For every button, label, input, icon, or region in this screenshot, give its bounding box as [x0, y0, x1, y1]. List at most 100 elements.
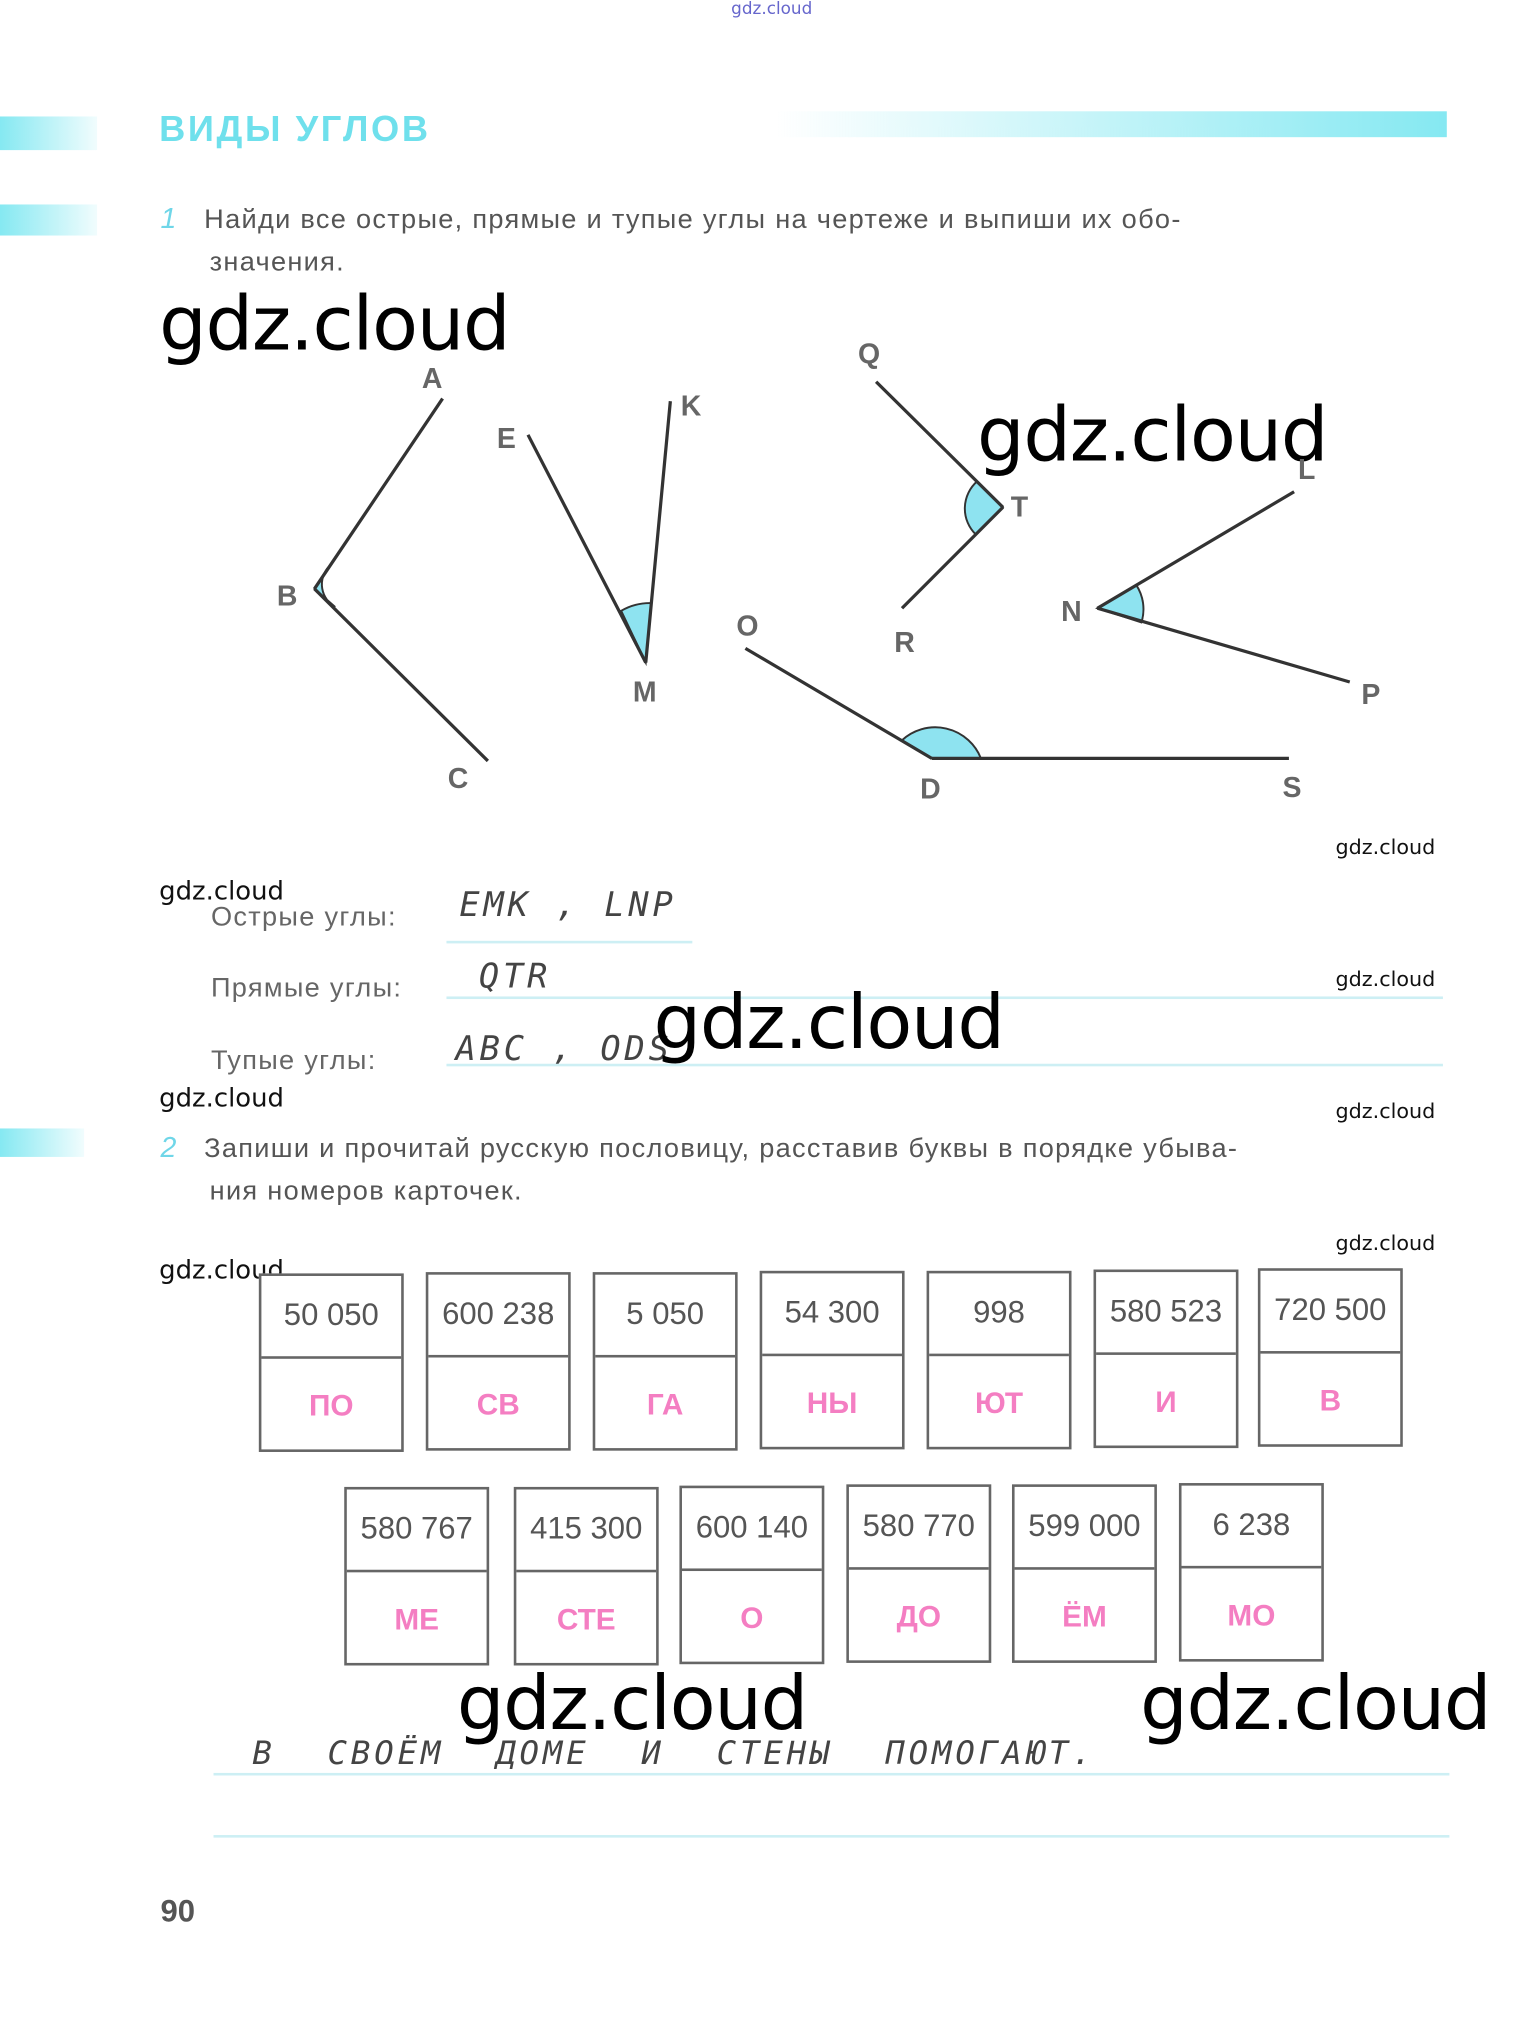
card-number: 599 000 [1014, 1487, 1155, 1570]
point-label-m: M [633, 676, 657, 708]
watermark: gdz.cloud [977, 390, 1328, 479]
point-label-p: P [1361, 679, 1380, 711]
task-number: 1 [160, 201, 178, 235]
proverb-answer[interactable]: В СВОЁМ ДОМЕ И СТЕНЫ ПОМОГАЮТ. [252, 1734, 1096, 1772]
decor-band [0, 204, 98, 236]
page-number: 90 [160, 1894, 196, 1930]
page-title: ВИДЫ УГЛОВ [159, 108, 431, 149]
point-label-t: T [1011, 491, 1029, 523]
task-1: 1 Найди все острые, прямые и тупые углы … [160, 197, 1454, 284]
card-number: 720 500 [1260, 1271, 1401, 1354]
card-syllable: МЕ [394, 1601, 440, 1636]
answer-value-acute[interactable]: EMK , LNP [459, 886, 677, 926]
angle-arc-d [900, 726, 983, 760]
card-number: 580 523 [1096, 1272, 1236, 1355]
ray-me [526, 434, 648, 664]
card-number: 580 770 [848, 1487, 989, 1570]
answer-value-obtuse[interactable]: ABC , ODS [455, 1030, 673, 1069]
ray-tq [874, 380, 1005, 509]
ray-do [744, 646, 933, 760]
card-syllable: И [1155, 1384, 1177, 1418]
card-number: 600 238 [428, 1275, 569, 1358]
answer-line [446, 1063, 1443, 1067]
angle-arc-t [963, 480, 1005, 536]
point-label-s: S [1282, 772, 1301, 804]
answer-label-obtuse: Тупые углы: [210, 1045, 377, 1076]
ray-ba [313, 397, 444, 590]
watermark: gdz.cloud [159, 1081, 284, 1113]
ray-nl [1096, 490, 1295, 610]
ray-tr [900, 506, 1005, 610]
card-syllable: ГА [646, 1386, 684, 1421]
answer-line [446, 996, 1443, 1000]
answer-label-right: Прямые углы: [210, 973, 403, 1003]
point-label-o: O [736, 610, 758, 642]
card-syllable: ПО [309, 1387, 354, 1422]
watermark: gdz.cloud [653, 978, 1005, 1067]
card-number: 998 [929, 1273, 1069, 1357]
decor-band [0, 116, 98, 151]
watermark: gdz.cloud [1140, 1659, 1491, 1748]
card-number: 54 300 [762, 1273, 902, 1357]
card-number: 415 300 [516, 1490, 657, 1573]
answer-line [213, 1772, 1450, 1776]
watermark: gdz.cloud [456, 1659, 808, 1748]
ray-np [1096, 606, 1351, 684]
card-syllable: ЁМ [1062, 1598, 1107, 1633]
card-syllable: ДО [896, 1598, 941, 1633]
card-number: 600 140 [681, 1488, 822, 1572]
watermark: gdz.cloud [1335, 966, 1436, 992]
task-text-line2: ния номеров карточек. [209, 1176, 523, 1207]
task-text-line1: Запиши и прочитай русскую пословицу, рас… [204, 1133, 1239, 1164]
point-label-c: C [448, 763, 469, 795]
point-label-d: D [920, 773, 941, 805]
card-syllable: СВ [476, 1386, 520, 1421]
card-number: 5 050 [595, 1275, 736, 1358]
decor-band [0, 1128, 85, 1157]
title-band [776, 111, 1447, 138]
watermark-top: gdz.cloud [731, 0, 813, 20]
point-label-a: A [422, 363, 443, 395]
point-label-n: N [1061, 596, 1082, 628]
watermark: gdz.cloud [1335, 1098, 1436, 1124]
task-text-line1: Найди все острые, прямые и тупые углы на… [204, 204, 1182, 235]
task-2: 2 Запиши и прочитай русскую пословицу, р… [160, 1126, 1454, 1213]
card-syllable: МО [1227, 1597, 1276, 1632]
answer-line [446, 940, 693, 944]
card-number: 50 050 [261, 1276, 402, 1359]
watermark: gdz.cloud [159, 279, 510, 368]
angles-diagram: A B C E K M Q T R L N P O D S [277, 339, 1380, 806]
point-label-e: E [497, 423, 516, 455]
point-label-b: B [277, 581, 298, 613]
point-label-l: L [1298, 454, 1315, 486]
card-syllable: О [740, 1600, 764, 1634]
point-label-r: R [894, 627, 915, 659]
card-syllable: НЫ [806, 1385, 858, 1419]
ray-mk [644, 401, 672, 663]
point-label-k: K [681, 390, 702, 422]
watermark: gdz.cloud [1335, 834, 1436, 860]
card-syllable: СТЕ [556, 1601, 616, 1636]
card-number: 6 238 [1181, 1486, 1322, 1569]
answer-value-right[interactable]: QTR [478, 957, 552, 997]
task-text-line2: значения. [209, 247, 346, 277]
task-number: 2 [160, 1131, 178, 1164]
card-number: 580 767 [346, 1490, 487, 1573]
answer-line [213, 1835, 1450, 1838]
point-label-q: Q [858, 339, 880, 371]
card-syllable: В [1319, 1382, 1342, 1417]
ray-bc [313, 587, 490, 763]
